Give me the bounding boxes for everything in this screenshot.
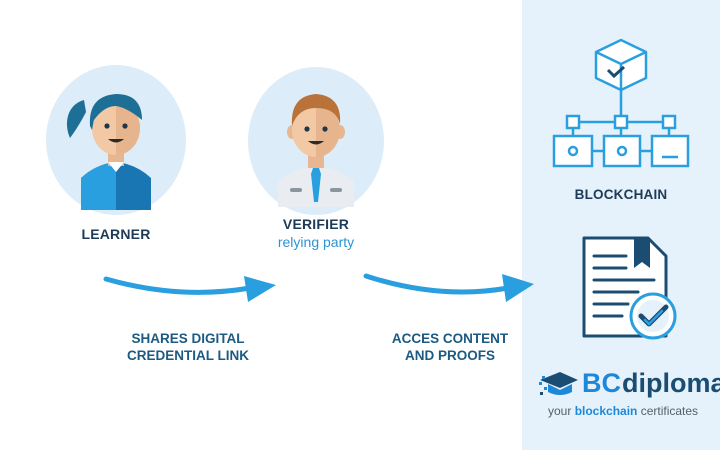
step2-text: ACCES CONTENT AND PROOFS: [382, 330, 518, 364]
certificate-icon: [582, 236, 677, 340]
verifier-avatar-icon: [278, 94, 354, 207]
verifier-sublabel: relying party: [277, 234, 355, 250]
step1-text: SHARES DIGITAL CREDENTIAL LINK: [118, 330, 258, 364]
blockchain-label: BLOCKCHAIN: [574, 187, 668, 202]
brand-name-bc: BC: [582, 368, 621, 398]
step2-line1: ACCES CONTENT: [391, 331, 509, 346]
tagline-highlight: blockchain: [574, 404, 638, 418]
learner-avatar-icon: [66, 94, 151, 210]
brand-tagline: your blockchain certificates: [548, 404, 718, 418]
tagline-prefix: your: [548, 404, 575, 418]
step1-line1: SHARES DIGITAL: [131, 331, 245, 346]
tagline-suffix: certificates: [637, 404, 699, 418]
graduation-cap-icon: [539, 372, 578, 395]
blockchain-icon: [552, 38, 690, 168]
verifier-label: VERIFIER: [282, 216, 350, 232]
step2-line2: AND PROOFS: [404, 348, 495, 363]
learner-label: LEARNER: [81, 226, 151, 242]
step1-line2: CREDENTIAL LINK: [126, 348, 249, 363]
brand-name-diploma: diploma: [622, 368, 720, 398]
bcdiploma-logo: BC diploma: [538, 368, 720, 398]
